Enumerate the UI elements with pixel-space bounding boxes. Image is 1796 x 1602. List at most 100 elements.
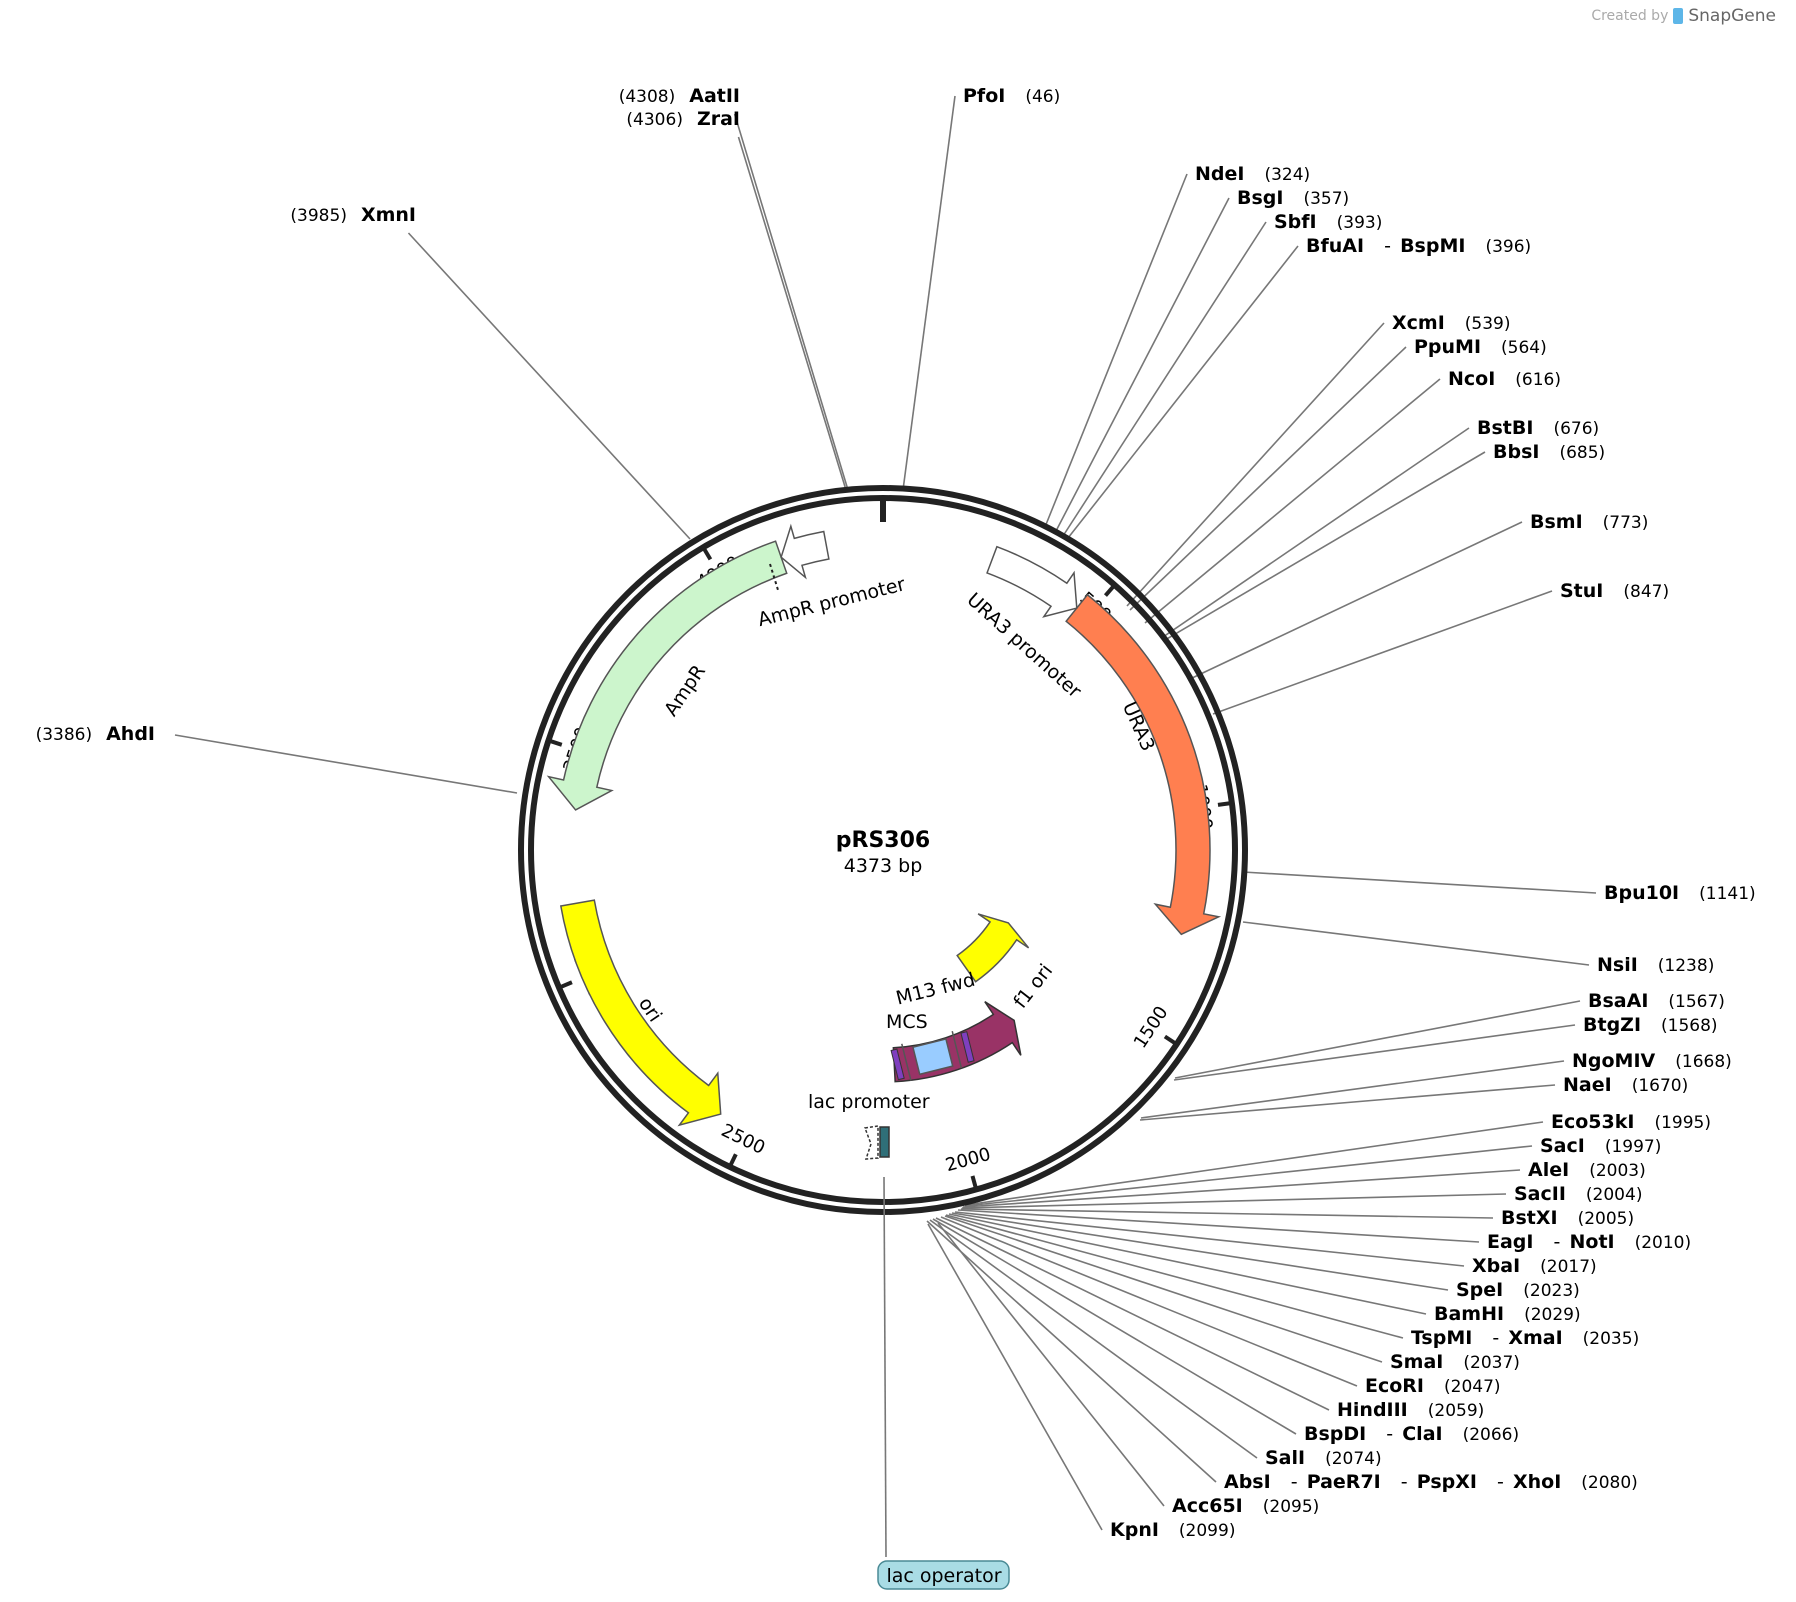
site-saci[interactable]: SacI(1997) bbox=[1540, 1135, 1661, 1157]
site-position: (2037) bbox=[1463, 1353, 1520, 1373]
feature-ampr[interactable] bbox=[546, 540, 788, 811]
site-spei[interactable]: SpeI (2023) bbox=[1456, 1279, 1580, 1301]
tick-1000 bbox=[1217, 800, 1233, 807]
site-name: EcoRI bbox=[1365, 1375, 1424, 1397]
site-position: (1668) bbox=[1675, 1052, 1732, 1072]
feature-f1-ori[interactable] bbox=[956, 913, 1030, 983]
site-ahdi[interactable]: AhdI(3386) bbox=[36, 723, 155, 745]
site-position: (1997) bbox=[1605, 1137, 1662, 1157]
site-separator: - bbox=[1553, 1231, 1560, 1253]
site-bbsi[interactable]: BbsI(685) bbox=[1493, 441, 1605, 463]
site-ngomiv[interactable]: NgoMIV(1668) bbox=[1572, 1050, 1732, 1072]
feature-ura3-promoter[interactable] bbox=[986, 545, 1078, 618]
mcs-bracket-left bbox=[901, 1043, 912, 1081]
site-pfoi[interactable]: PfoI(46) bbox=[963, 85, 1060, 107]
site-ecori[interactable]: EcoRI(2047) bbox=[1365, 1375, 1501, 1397]
ampr-label: AmpR bbox=[660, 661, 710, 720]
site-bamhi[interactable]: BamHI(2029) bbox=[1434, 1303, 1581, 1325]
snapgene-logo-icon bbox=[1673, 8, 1684, 24]
site-zrai[interactable]: ZraI(4306) bbox=[626, 108, 740, 130]
site-bsgi[interactable]: BsgI(357) bbox=[1237, 187, 1349, 209]
site-leader bbox=[1212, 590, 1553, 715]
site-tspmi-xmai[interactable]: TspMI-XmaI(2035) bbox=[1411, 1327, 1639, 1349]
site-position: (2099) bbox=[1179, 1521, 1236, 1541]
site-leader bbox=[1129, 346, 1407, 611]
site-separator: - bbox=[1291, 1471, 1298, 1493]
site-name: SbfI bbox=[1274, 211, 1317, 233]
site-xbai[interactable]: XbaI(2017) bbox=[1472, 1255, 1597, 1277]
site-ppumi[interactable]: PpuMI (564) bbox=[1414, 336, 1547, 358]
site-naei[interactable]: NaeI(1670) bbox=[1563, 1074, 1688, 1096]
site-aatii[interactable]: AatII(4308) bbox=[619, 85, 740, 107]
site-btgzi[interactable]: BtgZI (1568) bbox=[1583, 1014, 1718, 1036]
site-name: PpuMI bbox=[1414, 336, 1481, 358]
site-sbfi[interactable]: SbfI(393) bbox=[1274, 211, 1382, 233]
site-smai[interactable]: SmaI(2037) bbox=[1390, 1351, 1520, 1373]
site-position: (2004) bbox=[1586, 1185, 1643, 1205]
feature-m13-fwd-right[interactable] bbox=[960, 1031, 975, 1063]
site-leader bbox=[1140, 1060, 1565, 1119]
site-bstbi[interactable]: BstBI(676) bbox=[1477, 417, 1599, 439]
site-name: NaeI bbox=[1563, 1074, 1612, 1096]
site-bsmi[interactable]: BsmI(773) bbox=[1530, 511, 1648, 533]
lac-operator-box[interactable]: lac operator bbox=[877, 1560, 1010, 1590]
site-ndei[interactable]: NdeI (324) bbox=[1195, 163, 1310, 185]
site-separator: - bbox=[1492, 1327, 1499, 1349]
tick-3000 bbox=[558, 980, 573, 990]
site-xmni[interactable]: XmnI(3985) bbox=[290, 204, 416, 226]
site-eagi-noti[interactable]: EagI-NotI(2010) bbox=[1487, 1231, 1691, 1253]
tick-label-1500: 1500 bbox=[1130, 1002, 1173, 1052]
site-xcmi[interactable]: XcmI(539) bbox=[1392, 312, 1511, 334]
lac-operator-leader bbox=[883, 1176, 887, 1558]
site-name: BtgZI bbox=[1583, 1014, 1641, 1036]
site-acc65i[interactable]: Acc65I(2095) bbox=[1172, 1495, 1319, 1517]
site-leader bbox=[1044, 173, 1188, 528]
site-leader bbox=[962, 1169, 1521, 1208]
site-kpni[interactable]: KpnI(2099) bbox=[1110, 1519, 1235, 1541]
site-hindiii[interactable]: HindIII(2059) bbox=[1337, 1399, 1484, 1421]
site-bspdi-clai[interactable]: BspDI-ClaI(2066) bbox=[1304, 1423, 1519, 1445]
tick-label-2500: 2500 bbox=[718, 1120, 768, 1159]
site-leader bbox=[1144, 378, 1441, 624]
site-name: NcoI bbox=[1448, 368, 1495, 390]
m13-fwd-label: M13 fwd bbox=[894, 969, 978, 1010]
feature-ura3[interactable] bbox=[1065, 593, 1222, 936]
feature-mcs[interactable] bbox=[912, 1038, 954, 1076]
feature-ori[interactable] bbox=[559, 899, 722, 1127]
site-sacii[interactable]: SacII(2004) bbox=[1514, 1183, 1642, 1205]
site-position: (2023) bbox=[1523, 1281, 1580, 1301]
site-leader bbox=[951, 1212, 1449, 1291]
site-name: XmaI bbox=[1508, 1327, 1562, 1349]
mcs-bracket-right bbox=[951, 1031, 963, 1069]
site-sali[interactable]: SalI(2074) bbox=[1265, 1447, 1382, 1469]
site-position: (773) bbox=[1603, 513, 1649, 533]
site-nsii[interactable]: NsiI(1238) bbox=[1597, 954, 1714, 976]
site-eco53ki[interactable]: Eco53kI(1995) bbox=[1551, 1111, 1711, 1133]
site-position: (1568) bbox=[1661, 1016, 1718, 1036]
site-bfuai-bspmi[interactable]: BfuAI-BspMI(396) bbox=[1306, 235, 1531, 257]
site-stui[interactable]: StuI(847) bbox=[1560, 580, 1669, 602]
site-bpu10i[interactable]: Bpu10I(1141) bbox=[1604, 882, 1756, 904]
site-position: (564) bbox=[1501, 338, 1547, 358]
feature-ampr-promoter[interactable] bbox=[780, 523, 830, 580]
site-position: (324) bbox=[1264, 165, 1310, 185]
feature-lac-operator-block[interactable] bbox=[879, 1126, 890, 1158]
lac-promoter-label: lac promoter bbox=[808, 1091, 930, 1113]
site-leader bbox=[957, 1209, 1480, 1243]
site-ncoi[interactable]: NcoI(616) bbox=[1448, 368, 1561, 390]
credit-prefix: Created by bbox=[1591, 8, 1669, 24]
tick-500 bbox=[1103, 583, 1117, 597]
site-name: Eco53kI bbox=[1551, 1111, 1634, 1133]
site-bsaai[interactable]: BsaAI(1567) bbox=[1588, 990, 1725, 1012]
site-leader bbox=[902, 95, 956, 491]
site-name: NdeI bbox=[1195, 163, 1244, 185]
feature-m13-fwd-left[interactable] bbox=[890, 1048, 905, 1081]
site-alei[interactable]: AleI(2003) bbox=[1528, 1159, 1646, 1181]
feature-lac-promoter[interactable] bbox=[863, 1125, 879, 1160]
site-absi-paer7i-pspxi-xhoi[interactable]: AbsI-PaeR7I-PspXI-XhoI(2080) bbox=[1224, 1471, 1638, 1493]
site-bstxi[interactable]: BstXI(2005) bbox=[1501, 1207, 1634, 1229]
site-name: SpeI bbox=[1456, 1279, 1503, 1301]
site-position: (4308) bbox=[619, 87, 676, 107]
site-leader bbox=[1067, 245, 1299, 539]
